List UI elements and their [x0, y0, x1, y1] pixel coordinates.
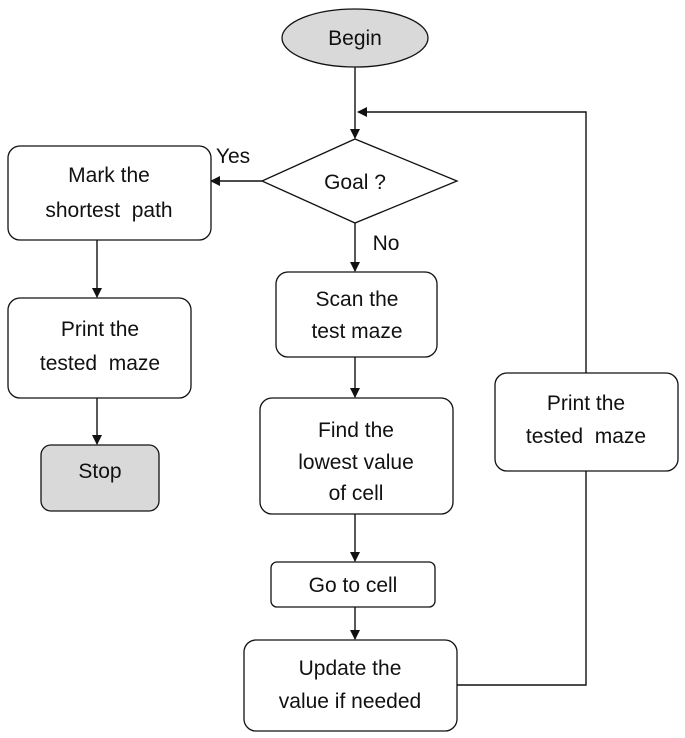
mark-shortest-path-box — [7, 145, 212, 241]
scan-label-line2: test maze — [311, 320, 402, 343]
print-tested-maze-left-box — [7, 297, 192, 399]
update-value-box — [243, 639, 458, 732]
goal-label: Goal ? — [324, 171, 386, 194]
go-to-cell-box — [270, 561, 436, 608]
update-label-line2: value if needed — [279, 690, 421, 713]
goto-label: Go to cell — [309, 574, 398, 597]
mark-label-line2: shortest path — [45, 199, 172, 222]
update-label-line1: Update the — [299, 657, 402, 680]
print-left-label-line2: tested maze — [40, 352, 160, 375]
no-label: No — [373, 232, 400, 255]
edge-loop-to-goal — [357, 107, 587, 373]
scan-label-line1: Scan the — [316, 288, 399, 311]
begin-terminal — [281, 8, 429, 68]
begin-label: Begin — [328, 27, 382, 50]
find-label-line3: of cell — [329, 482, 384, 505]
print-right-label-line2: tested maze — [526, 425, 646, 448]
print-right-label-line1: Print the — [547, 392, 625, 415]
print-tested-maze-right-box — [494, 372, 679, 472]
stop-terminal — [40, 444, 160, 512]
yes-label: Yes — [216, 145, 250, 168]
print-left-label-line1: Print the — [61, 318, 139, 341]
find-lowest-value-box — [259, 397, 454, 515]
stop-label: Stop — [78, 460, 121, 483]
find-label-line2: lowest value — [298, 451, 414, 474]
scan-test-maze-box — [275, 271, 438, 358]
goal-decision — [260, 138, 459, 224]
mark-label-line1: Mark the — [68, 164, 150, 187]
find-label-line1: Find the — [318, 419, 394, 442]
edge-update-to-print-right — [457, 471, 587, 686]
